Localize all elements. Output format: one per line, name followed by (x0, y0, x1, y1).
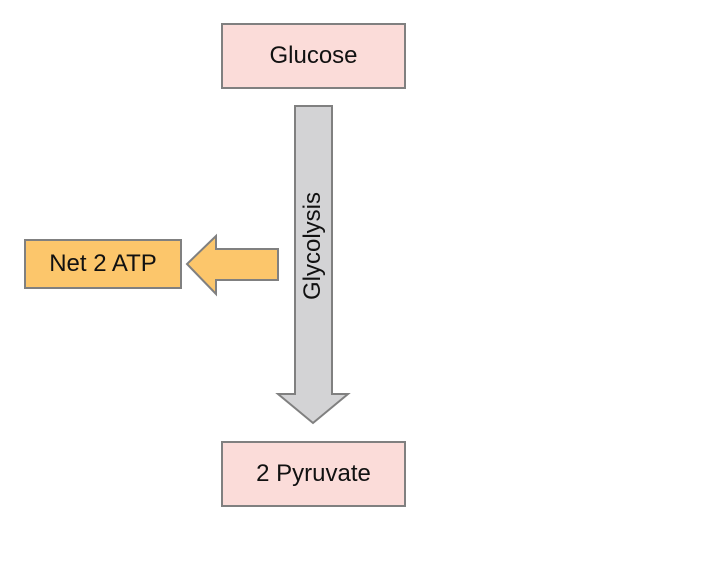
glycolysis-label: Glycolysis (299, 191, 326, 301)
glycolysis-arrow (275, 105, 351, 425)
atp-label: Net 2 ATP (49, 250, 157, 277)
pyruvate-box: 2 Pyruvate (221, 441, 406, 507)
glucose-label: Glucose (269, 42, 358, 69)
glucose-box: Glucose (221, 23, 406, 89)
atp-output-arrow (185, 233, 279, 297)
atp-box: Net 2 ATP (24, 239, 182, 289)
pyruvate-label: 2 Pyruvate (256, 460, 371, 487)
